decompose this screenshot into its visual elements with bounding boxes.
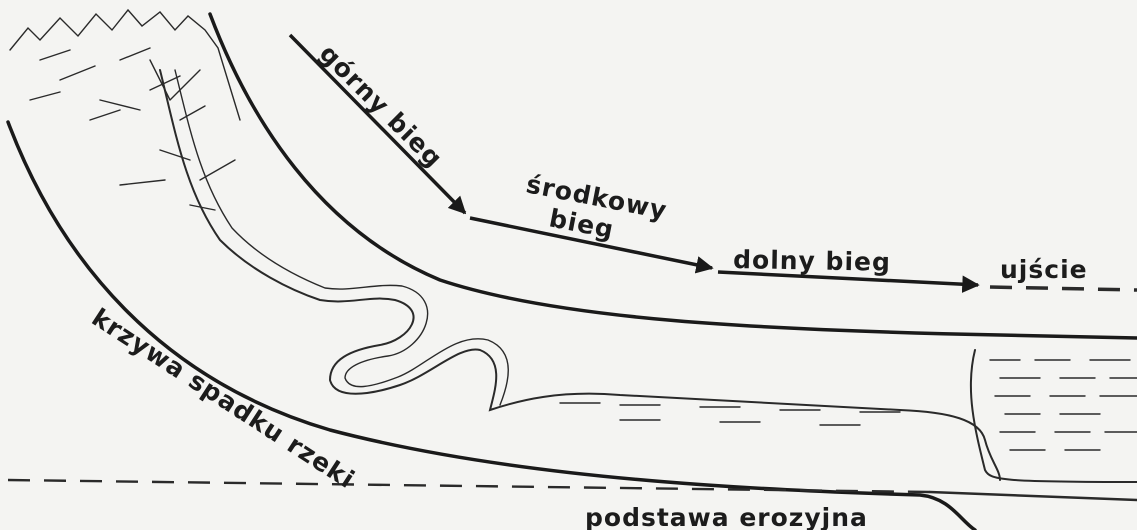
sea-basin (971, 350, 1137, 482)
label-gradient-curve: krzywa spadku rzeki (87, 303, 360, 495)
label-lower-course: dolny bieg (733, 245, 891, 277)
label-upper-course: górny bieg (314, 39, 449, 174)
label-mouth: ujście (1000, 255, 1088, 284)
gradient-curve-line (8, 122, 975, 530)
base-level-solid (930, 492, 1137, 500)
label-base-level: podstawa erozyjna (585, 503, 868, 530)
mouth-dashed-line (990, 287, 1137, 290)
sea-water-lines (990, 360, 1137, 450)
mountain-sketch (10, 10, 240, 120)
